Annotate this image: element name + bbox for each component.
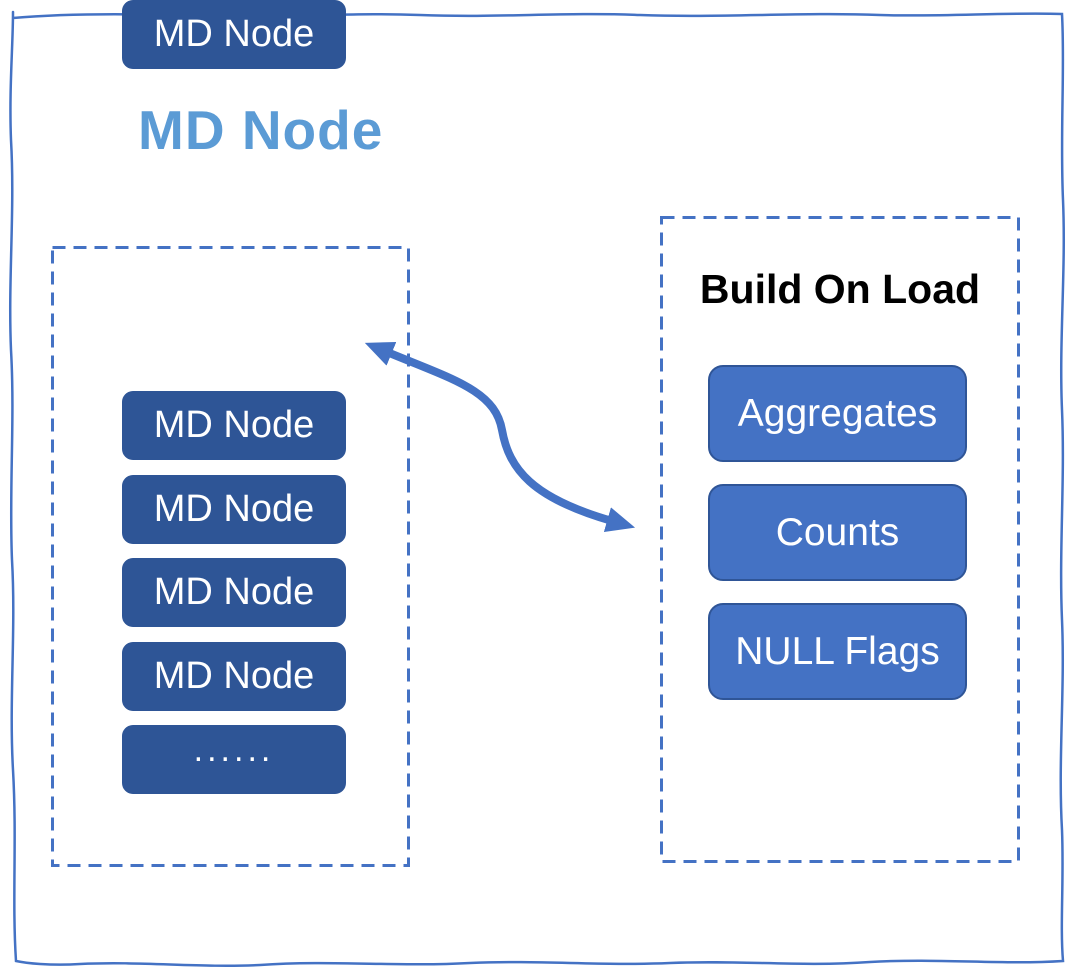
md-node-box: MD Node [122, 475, 346, 544]
ellipsis-label: ...... [193, 731, 275, 769]
md-node-label: MD Node [153, 13, 315, 55]
build-on-load-title: Build On Load [699, 266, 981, 312]
connection-arrow [364, 341, 636, 532]
md-node-box: MD Node [122, 391, 346, 460]
md-node-ellipsis-box: ...... [122, 725, 346, 794]
page-title: MD Node [138, 99, 384, 161]
aggregates-box: Aggregates [708, 365, 967, 462]
null-flags-label: NULL Flags [735, 629, 940, 673]
md-node-box: MD Node [122, 642, 346, 711]
md-node-box: MD Node [122, 0, 346, 69]
md-node-label: MD Node [153, 655, 315, 697]
md-node-box: MD Node [122, 558, 346, 627]
md-node-label: MD Node [153, 404, 315, 446]
right-group-outline [660, 216, 1020, 863]
md-node-label: MD Node [153, 571, 315, 613]
aggregates-label: Aggregates [737, 391, 938, 435]
counts-label: Counts [775, 510, 900, 554]
left-group-outline [51, 246, 410, 867]
sketch-border [8, 10, 1066, 967]
counts-box: Counts [708, 484, 967, 581]
null-flags-box: NULL Flags [708, 603, 967, 700]
md-node-label: MD Node [153, 488, 315, 530]
